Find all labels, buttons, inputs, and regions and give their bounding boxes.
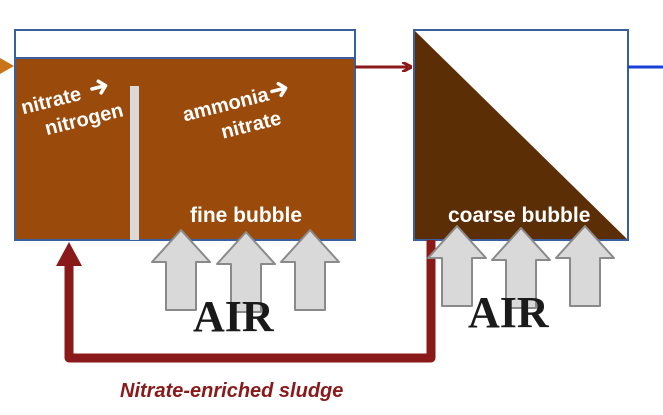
conversion-arrow-icon [270,81,288,98]
air-arrow-icon [427,225,487,307]
first-tank [14,29,356,241]
fine-bubble-label: fine bubble [190,204,302,227]
air-arrow-icon [216,231,276,313]
recycle-arrowhead-icon [56,242,82,266]
air-label-first-tank: AIR [193,292,275,341]
air-arrow-icon [555,225,615,307]
coarse-bubble-label: coarse bubble [448,204,590,227]
air-label-second-tank: AIR [468,288,550,337]
air-arrow-icon [280,229,340,311]
tank-baffle [130,86,139,240]
conversion-arrow-icon [90,79,108,95]
second-tank-sludge [415,31,627,239]
air-arrow-icon [491,227,551,309]
air-arrows-second-tank [427,225,615,309]
first-tank-headspace [14,29,356,59]
second-tank [413,29,629,241]
recycle-caption: Nitrate-enriched sludge [120,380,343,402]
air-arrows-first-tank [151,229,340,313]
recycle-arrow [56,240,436,363]
air-arrow-icon [151,229,211,311]
first-tank-sludge [14,57,356,241]
inflow-arrow [0,58,14,74]
